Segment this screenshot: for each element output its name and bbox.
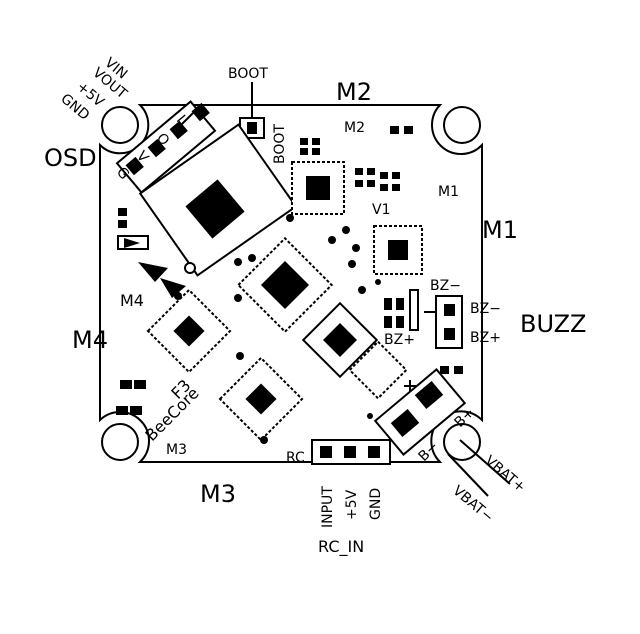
- smd-components: [116, 126, 463, 415]
- rc-gnd-label: GND: [368, 488, 384, 520]
- mount-hole-top-right: [443, 106, 481, 144]
- osd-leaders: [175, 109, 197, 131]
- m1-small-label: M1: [438, 184, 459, 200]
- vbat-plus-label: VBAT+: [481, 453, 528, 496]
- rc-5v-label: +5V: [344, 489, 360, 520]
- m4-small-label: M4: [120, 291, 144, 310]
- mount-hole-top-left: [101, 106, 139, 144]
- buzzer-pads: [409, 289, 463, 349]
- m1-big-label: M1: [482, 216, 518, 244]
- bz-minus-outer-label: BZ−: [470, 301, 501, 317]
- rc-in-label: RC_IN: [318, 537, 364, 557]
- chip-lower-right: [348, 340, 408, 400]
- boot-pad-inner: [247, 122, 257, 134]
- bz-plus-outer-label: BZ+: [470, 330, 501, 346]
- m3-big-label: M3: [200, 480, 236, 508]
- rc-label: RC: [286, 450, 305, 466]
- chip-bottom: [218, 356, 304, 442]
- mount-hole-bottom-left: [101, 423, 139, 461]
- m3-small-label: M3: [166, 442, 187, 458]
- rc-header: [311, 439, 391, 465]
- osd-header: [115, 100, 217, 194]
- boot-side-label: BOOT: [272, 124, 288, 164]
- receiver-module: [138, 123, 298, 277]
- m4-direction-arrow-2: [160, 278, 186, 298]
- chip-right-mid: [301, 301, 379, 379]
- vbat-minus-label: VBAT−: [449, 483, 496, 526]
- battery-pads: [373, 368, 511, 497]
- osd-label: OSD: [44, 144, 97, 172]
- chip-right: [373, 225, 423, 275]
- buzz-label: BUZZ: [520, 310, 587, 338]
- m2-small-label: M2: [344, 120, 365, 136]
- chip-left: [146, 288, 232, 374]
- chip-top-center: [291, 161, 345, 215]
- vias: [174, 214, 381, 444]
- bz-minus-inner-label: BZ−: [430, 278, 461, 294]
- m4-direction-arrow: [138, 262, 168, 282]
- rc-input-label: INPUT: [320, 486, 336, 528]
- mcu-chip: [236, 236, 334, 334]
- m2-big-label: M2: [336, 78, 372, 106]
- m4-big-label: M4: [72, 326, 108, 354]
- v1-label: V1: [372, 202, 390, 218]
- bz-plus-inner-label: BZ+: [384, 332, 415, 348]
- boot-top-label: BOOT: [228, 66, 268, 82]
